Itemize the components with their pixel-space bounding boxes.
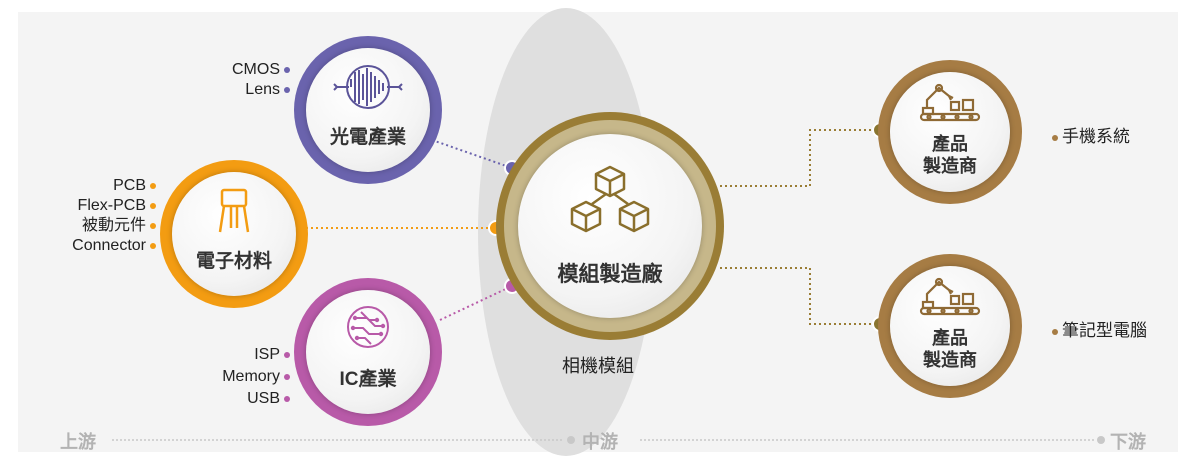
list-item: Memory (180, 366, 290, 388)
camera-module-caption: 相機模組 (562, 356, 634, 376)
product-maker-sublabel-1: 製造商 (923, 156, 977, 176)
stage-upstream: 上游 (60, 432, 96, 452)
factory-robot-icon (919, 83, 981, 122)
ic-industry-label: IC產業 (339, 369, 397, 390)
ic-items: ISP Memory USB (180, 344, 290, 410)
module-factory-node: 模組製造廠 (496, 112, 724, 340)
optics-industry-label: 光電產業 (329, 127, 406, 148)
electronic-materials-node: 電子材料 (160, 160, 308, 308)
product-maker-sublabel-2: 製造商 (923, 350, 977, 370)
product-maker-label-2: 產品 (932, 328, 968, 348)
list-item: PCB (28, 176, 156, 196)
module-factory-label: 模組製造廠 (557, 263, 663, 286)
materials-items: PCB Flex-PCB 被動元件 Connector (28, 176, 156, 256)
factory-robot-icon (919, 277, 981, 316)
optics-industry-node: 光電產業 (294, 36, 442, 184)
list-item: ISP (180, 344, 290, 366)
target-phone-system: 手機系統 (1052, 122, 1130, 147)
list-item: USB (180, 388, 290, 410)
list-item: Connector (28, 236, 156, 256)
product-maker-node-1: 產品 製造商 (878, 60, 1022, 204)
list-item: Flex-PCB (28, 196, 156, 216)
cubes-icon (570, 165, 650, 233)
electronic-materials-label: 電子材料 (195, 251, 272, 272)
circuit-chip-icon (347, 306, 389, 348)
list-item: CMOS (180, 60, 290, 80)
list-item: 被動元件 (28, 216, 156, 236)
ic-industry-node: IC產業 (294, 278, 442, 426)
sound-wave-icon (333, 65, 403, 109)
product-maker-label-1: 產品 (932, 134, 968, 154)
stage-midstream: 中游 (582, 432, 618, 452)
product-maker-node-2: 產品 製造商 (878, 254, 1022, 398)
list-item: Lens (180, 80, 290, 100)
stage-downstream: 下游 (1110, 432, 1146, 452)
target-notebook: 筆記型電腦 (1052, 316, 1147, 341)
capacitor-icon (218, 188, 250, 233)
optics-items: CMOS Lens (180, 60, 290, 100)
